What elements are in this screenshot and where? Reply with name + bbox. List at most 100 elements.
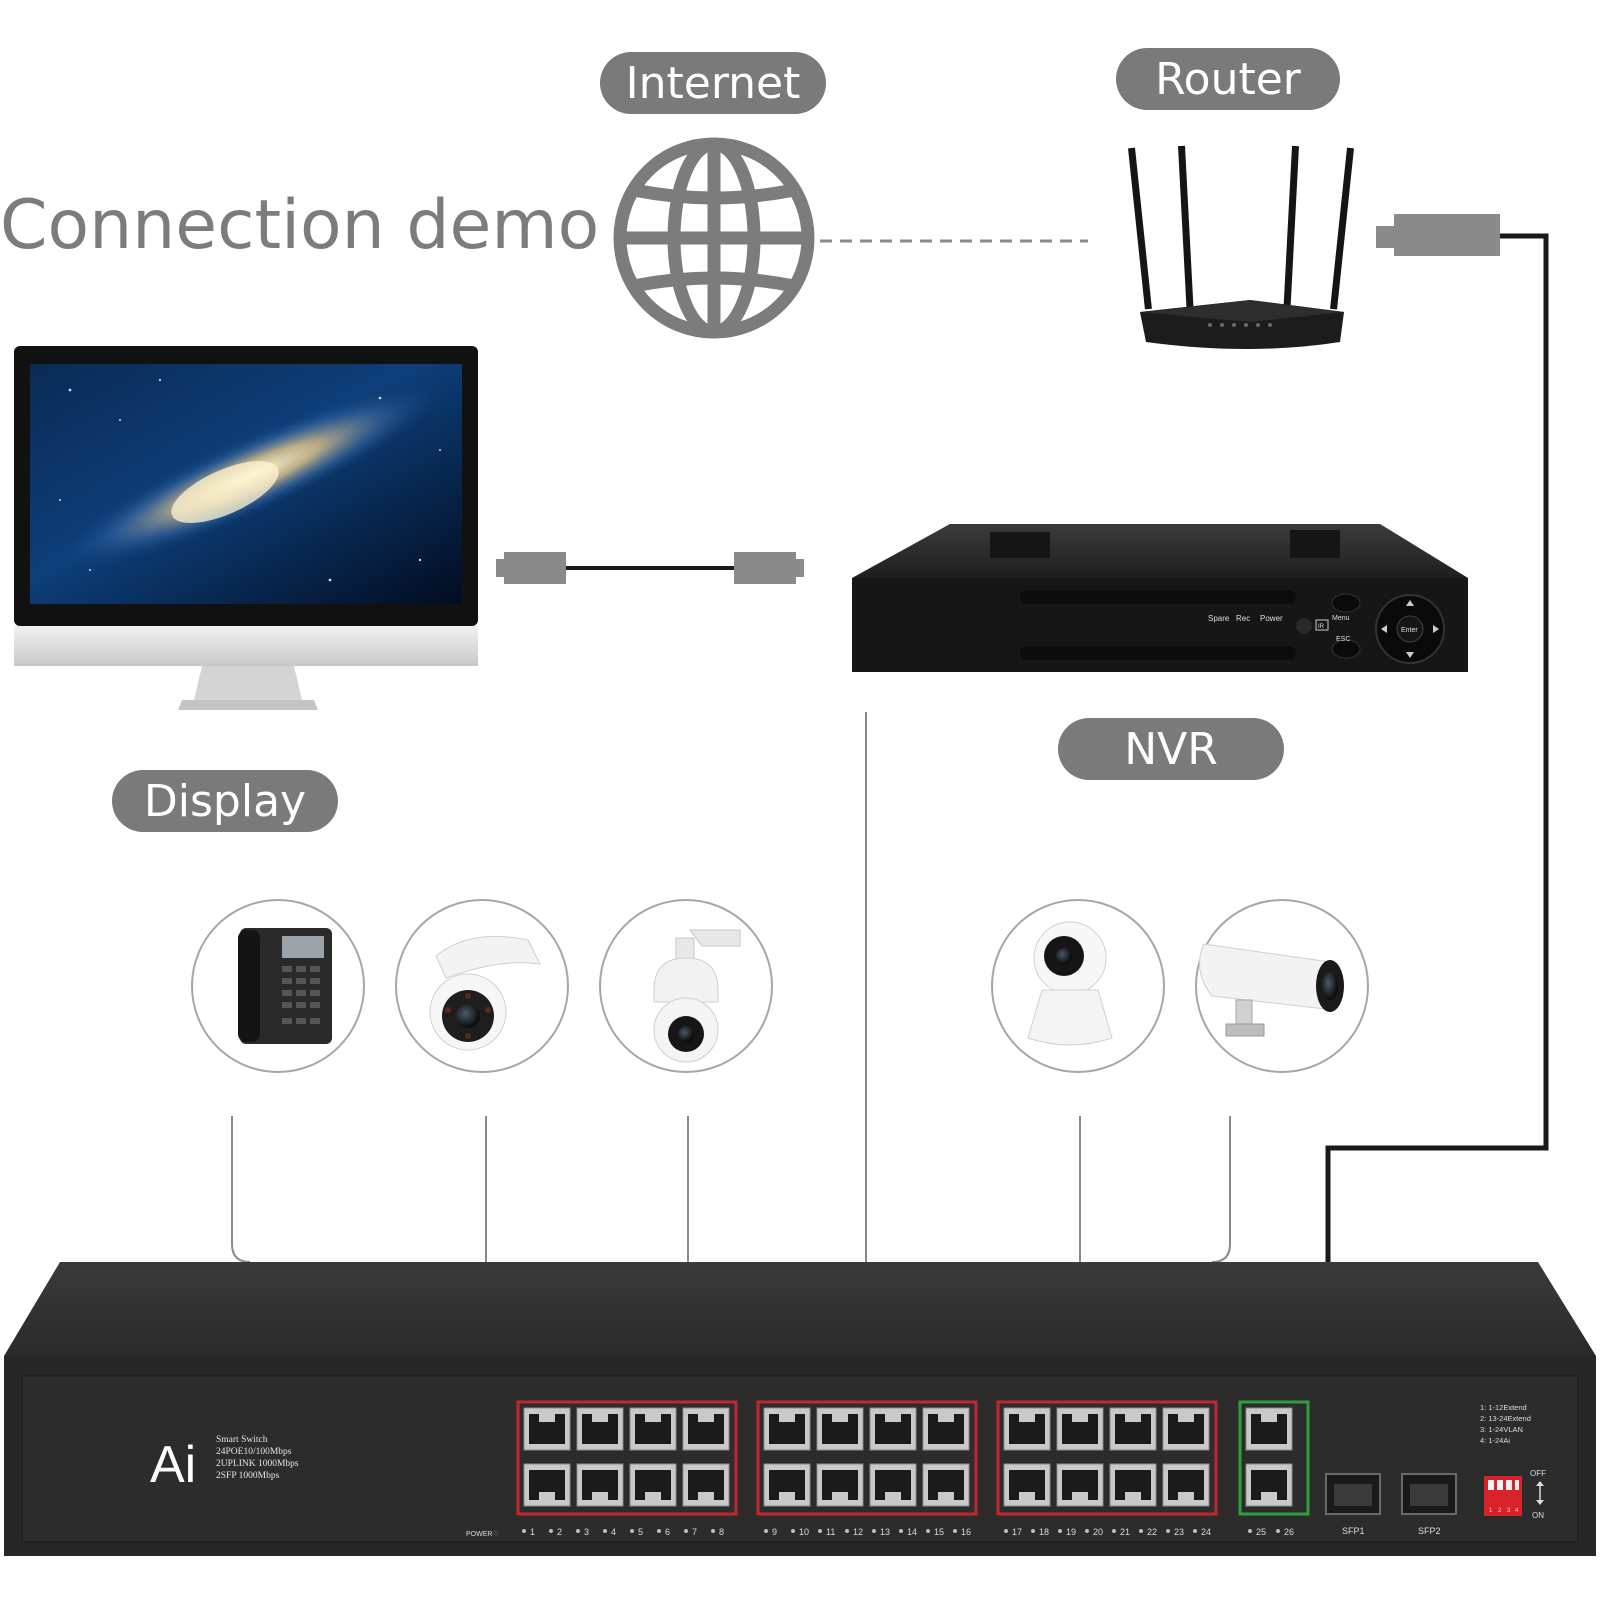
nvr-menu-label: Menu [1332, 615, 1350, 622]
rj45-port-13[interactable] [869, 1407, 917, 1451]
port-number-label: 13 [880, 1527, 890, 1537]
dip-legend-2: 2: 13-24Extend [1480, 1414, 1531, 1423]
port-number-label: 25 [1256, 1527, 1266, 1537]
port-number-label: 21 [1120, 1527, 1130, 1537]
port-led [926, 1529, 930, 1533]
nvr-esc-button[interactable] [1331, 639, 1361, 659]
dip-legend-4: 4: 1-24Ai [1480, 1436, 1510, 1445]
port-number-label: 24 [1201, 1527, 1211, 1537]
ptz-camera-icon [653, 929, 741, 1063]
port-number-label: 22 [1147, 1527, 1157, 1537]
poe-port-group-2 [756, 1400, 978, 1516]
port-led [549, 1529, 553, 1533]
port-led [791, 1529, 795, 1533]
dome-camera-icon [429, 935, 541, 1051]
port-number-label: 3 [584, 1527, 589, 1537]
rj45-port-21[interactable] [1109, 1407, 1157, 1451]
port-number-label: 10 [799, 1527, 809, 1537]
port-number-label: 2 [557, 1527, 562, 1537]
nvr-menu-button[interactable] [1331, 593, 1361, 613]
nvr-label-pill: NVR [1058, 718, 1284, 780]
bullet-camera-icon [1199, 943, 1344, 1037]
port-led [764, 1529, 768, 1533]
port-number-label: 12 [853, 1527, 863, 1537]
router-label: Router [1155, 54, 1302, 105]
device-cables [231, 712, 1231, 1263]
port-led [684, 1529, 688, 1533]
port-number-label: 18 [1039, 1527, 1049, 1537]
port-led [845, 1529, 849, 1533]
nvr-enter-label: Enter [1401, 627, 1418, 634]
rj45-port-4[interactable] [576, 1463, 624, 1507]
rj45-port-7[interactable] [682, 1407, 730, 1451]
rj45-port-26[interactable] [1245, 1463, 1293, 1507]
rj45-port-9[interactable] [763, 1407, 811, 1451]
rj45-port-2[interactable] [523, 1463, 571, 1507]
rj45-port-6[interactable] [629, 1463, 677, 1507]
dip-legend-1: 1: 1-12Extend [1480, 1403, 1527, 1412]
poe-port-group-1 [516, 1400, 738, 1516]
diagram-title: Connection demo [0, 186, 599, 265]
port-number-label: 19 [1066, 1527, 1076, 1537]
port-number-label: 1 [530, 1527, 535, 1537]
nvr-ir-window [1296, 618, 1312, 634]
dip-number-2: 2 [1498, 1508, 1502, 1514]
display-label: Display [144, 776, 306, 827]
rj45-port-3[interactable] [576, 1407, 624, 1451]
rj45-port-12[interactable] [816, 1463, 864, 1507]
rj45-port-19[interactable] [1056, 1407, 1104, 1451]
poe-switch: Ai Smart Switch 24POE10/100Mbps 2UPLINK … [4, 1262, 1596, 1556]
dip-on-label: ON [1532, 1511, 1544, 1520]
rj45-port-8[interactable] [682, 1463, 730, 1507]
rj45-port-23[interactable] [1162, 1407, 1210, 1451]
rj45-port-15[interactable] [922, 1407, 970, 1451]
indoor-camera-icon [1027, 921, 1113, 1046]
port-led [1031, 1529, 1035, 1533]
port-led [522, 1529, 526, 1533]
rj45-port-16[interactable] [922, 1463, 970, 1507]
port-led [1085, 1529, 1089, 1533]
port-led [1166, 1529, 1170, 1533]
switch-spec-line-3: 2UPLINK 1000Mbps [216, 1459, 299, 1469]
router-label-pill: Router [1116, 48, 1340, 110]
port-led [603, 1529, 607, 1533]
port-number-label: 11 [826, 1527, 835, 1537]
rj45-port-24[interactable] [1162, 1463, 1210, 1507]
rj45-ports [523, 1407, 1293, 1507]
port-number-label: 16 [961, 1527, 971, 1537]
dip-number-4: 4 [1515, 1508, 1519, 1514]
rj45-port-14[interactable] [869, 1463, 917, 1507]
sfp-1-label: SFP1 [1342, 1526, 1365, 1536]
switch-spec-line-1: Smart Switch [216, 1435, 268, 1445]
rj45-port-22[interactable] [1109, 1463, 1157, 1507]
uplink-cable [1325, 214, 1549, 1262]
internet-label: Internet [626, 58, 801, 109]
port-number-label: 14 [907, 1527, 917, 1537]
rj45-port-17[interactable] [1003, 1407, 1051, 1451]
switch-spec-line-2: 24POE10/100Mbps [216, 1447, 292, 1457]
port-led [818, 1529, 822, 1533]
rj45-port-18[interactable] [1003, 1463, 1051, 1507]
port-led [1004, 1529, 1008, 1533]
port-led [576, 1529, 580, 1533]
hdmi-cable [496, 552, 804, 584]
switch-spec-line-4: 2SFP 1000Mbps [216, 1471, 280, 1481]
switch-logo: Ai [150, 1436, 196, 1494]
rj45-port-20[interactable] [1056, 1463, 1104, 1507]
display-label-pill: Display [112, 770, 338, 832]
uplink-port-group [1238, 1400, 1310, 1516]
power-led [493, 1530, 499, 1536]
port-number-label: 20 [1093, 1527, 1103, 1537]
rj45-port-5[interactable] [629, 1407, 677, 1451]
port-number-label: 23 [1174, 1527, 1184, 1537]
nvr-enter-button[interactable] [1396, 615, 1424, 643]
rj45-port-10[interactable] [763, 1463, 811, 1507]
port-number-label: 15 [934, 1527, 944, 1537]
nvr-label: NVR [1124, 724, 1218, 775]
rj45-port-25[interactable] [1245, 1407, 1293, 1451]
rj45-port-11[interactable] [816, 1407, 864, 1451]
rj45-port-1[interactable] [523, 1407, 571, 1451]
port-led [1112, 1529, 1116, 1533]
